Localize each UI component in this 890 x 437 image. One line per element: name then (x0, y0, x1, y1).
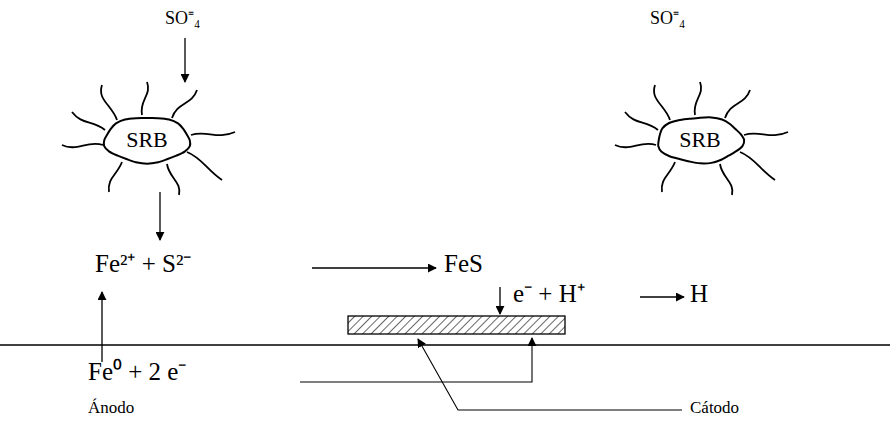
bacterium-cell: SRB (654, 114, 746, 166)
leader-lines (300, 338, 682, 410)
metal-surface (0, 344, 890, 345)
reaction-label: e⁻ + H⁺ (513, 280, 585, 309)
fes-film (348, 316, 565, 334)
reaction-label: Fe²⁺ + S²⁻ (95, 250, 192, 279)
reaction-label: Fe⁰ + 2 e⁻ (88, 358, 186, 387)
cell-body (104, 118, 190, 164)
electrode-label: Cátodo (690, 398, 739, 418)
cell-body (658, 117, 744, 163)
reaction-label: H (690, 280, 708, 309)
bacterium-hairs (62, 82, 788, 195)
electrode-label: Ánodo (88, 398, 134, 418)
sulfate-label: SO⁼₄ (650, 8, 685, 29)
sulfate-label: SO⁼₄ (165, 8, 200, 29)
bacterium-cell: SRB (101, 114, 193, 166)
reaction-arrows (102, 38, 684, 362)
bacterium-label: SRB (679, 127, 721, 152)
bacterium-label: SRB (126, 127, 168, 152)
reaction-label: FeS (444, 250, 483, 279)
